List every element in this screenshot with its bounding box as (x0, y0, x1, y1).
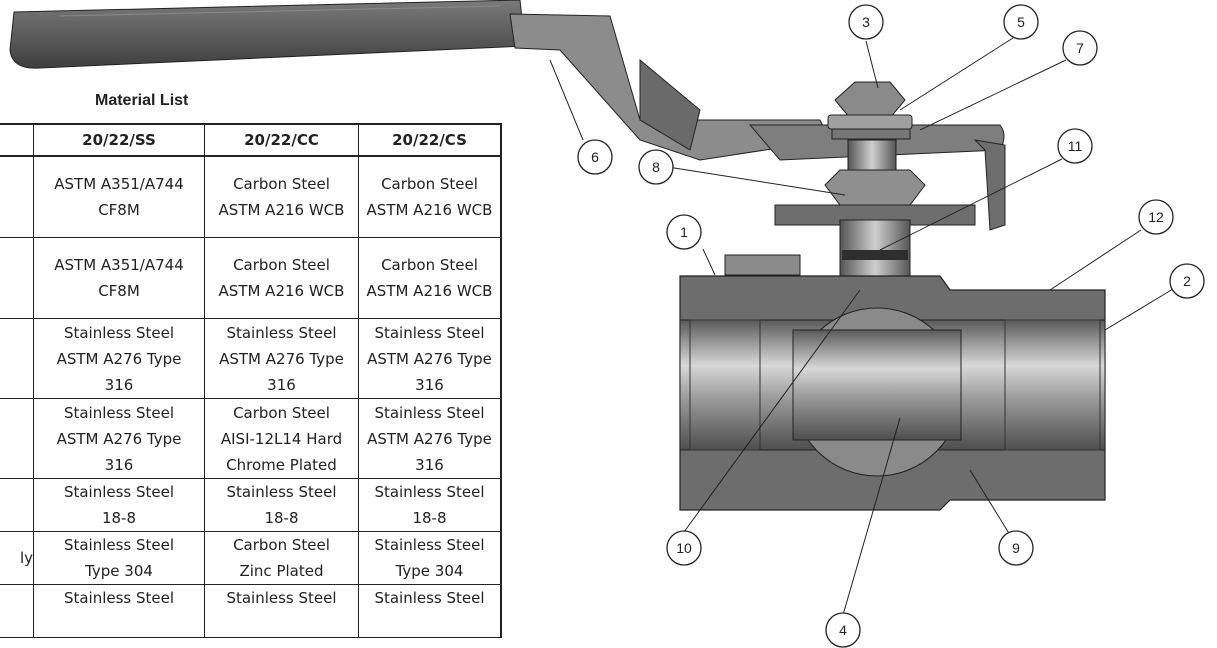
callout-1: 1 (666, 214, 702, 250)
header-cell: 20/22/SS (33, 123, 205, 157)
svg-text:5: 5 (1017, 14, 1025, 30)
svg-text:8: 8 (652, 159, 660, 175)
table-header-row: 20/22/SS 20/22/CC 20/22/CS (0, 123, 502, 157)
row-label (0, 156, 34, 238)
svg-text:4: 4 (839, 622, 847, 638)
header-cell: 20/22/CS (358, 123, 502, 157)
callout-11: 11 (1057, 128, 1093, 164)
handle-grip (9, 0, 526, 69)
svg-text:6: 6 (591, 149, 599, 165)
callout-8: 8 (638, 149, 674, 185)
header-cell: 20/22/CC (204, 123, 359, 157)
valve-body (679, 254, 1106, 511)
callout-3: 3 (848, 4, 884, 40)
cell-cc: Stainless Steel (204, 584, 359, 638)
callout-9: 9 (998, 530, 1034, 566)
handle-arm (509, 13, 1006, 231)
row-label: ly (0, 531, 34, 585)
cell-ss: Stainless Steel (33, 584, 205, 638)
row-label (0, 318, 34, 399)
callout-12: 12 (1138, 199, 1174, 235)
svg-text:1: 1 (680, 224, 688, 240)
svg-text:10: 10 (676, 540, 692, 556)
svg-text:7: 7 (1076, 40, 1084, 56)
svg-text:11: 11 (1068, 138, 1083, 154)
svg-text:2: 2 (1183, 273, 1191, 289)
callout-10: 10 (666, 530, 702, 566)
leader-lines (549, 37, 1174, 616)
svg-text:12: 12 (1148, 209, 1164, 225)
row-label (0, 398, 34, 479)
callout-7: 7 (1062, 30, 1098, 66)
svg-text:3: 3 (862, 14, 870, 30)
row-label (0, 584, 34, 638)
callout-6: 6 (577, 139, 613, 175)
row-label (0, 237, 34, 319)
callout-5: 5 (1003, 4, 1039, 40)
material-list-title: Material List (95, 92, 189, 109)
callout-4: 4 (825, 612, 861, 648)
table-row: Stainless Steel Stainless Steel Stainles… (0, 584, 502, 638)
row-label (0, 478, 34, 532)
cell-cs: Stainless Steel (358, 584, 502, 638)
header-cell (0, 123, 34, 157)
callout-2: 2 (1169, 263, 1205, 299)
material-table: 20/22/SS 20/22/CC 20/22/CS ASTM A351/A74… (0, 123, 502, 638)
svg-text:9: 9 (1012, 540, 1020, 556)
